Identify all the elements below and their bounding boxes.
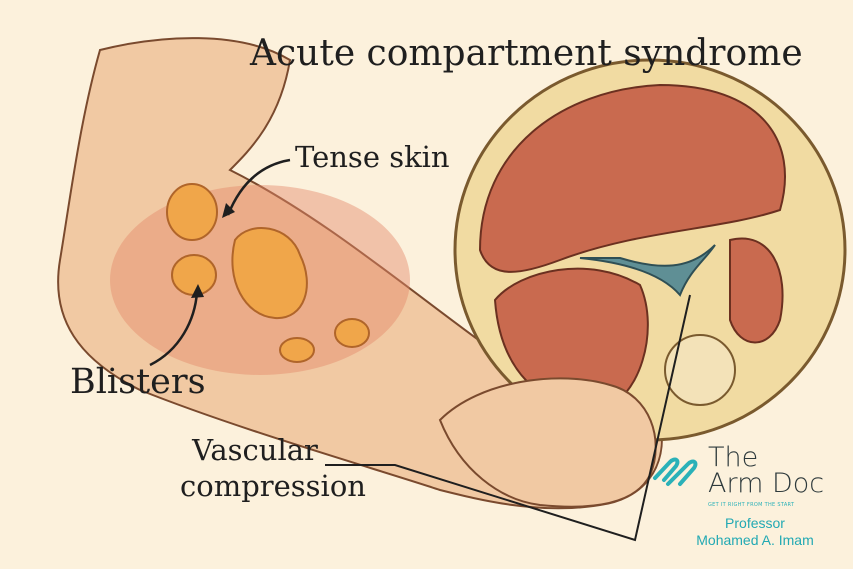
page-title: Acute compartment syndrome [250,33,803,74]
logo-tagline: GET IT RIGHT FROM THE START [708,502,795,508]
author-title: Professor [725,515,785,531]
blisters [166,183,370,363]
cross-section [453,58,847,442]
logo-name-line1: The [708,442,759,473]
blisters-label: Blisters [70,362,206,402]
author-credit: Professor Mohamed A. Imam [660,515,850,549]
blisters-arrow [149,291,199,367]
vascular-compression-label: Vascular compression [180,433,366,503]
logo-name-line2: Arm Doc [708,468,825,499]
vascular-pointer-line [325,294,691,542]
logo-mark [653,457,698,486]
logo-name: The Arm Doc [708,442,825,499]
author-name: Mohamed A. Imam [696,532,814,548]
tense-skin-arrow [226,158,291,216]
tense-skin-label: Tense skin [295,140,450,174]
